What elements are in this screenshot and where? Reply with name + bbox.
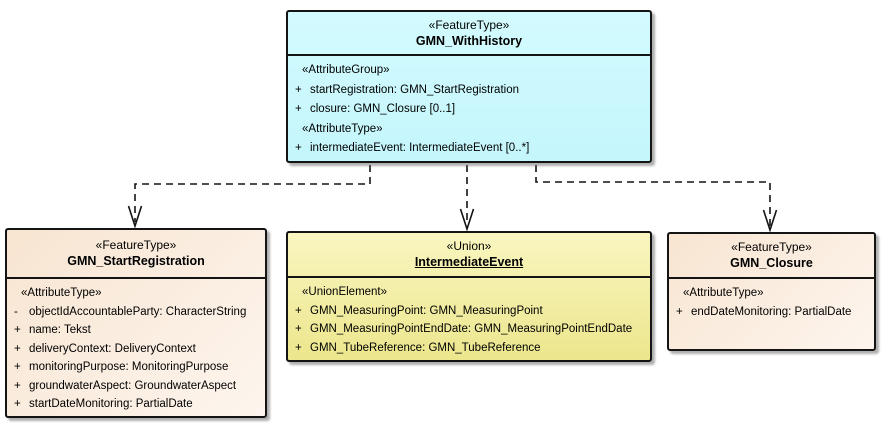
attribute-row: + deliveryContext: DeliveryContext — [14, 342, 196, 355]
class-attribute-compartment: «UnionElement» + GMN_MeasuringPoint: GMN… — [288, 278, 650, 357]
class-name: GMN_StartRegistration — [67, 254, 205, 268]
attribute-stereotype-row: «AttributeType» — [302, 122, 383, 135]
class-box-gmn-withhistory[interactable]: «FeatureType» GMN_WithHistory «Attribute… — [286, 10, 652, 163]
attribute-row: + name: Tekst — [14, 324, 91, 336]
attribute-row: - objectIdAccountableParty: CharacterStr… — [14, 305, 247, 318]
class-box-gmn-startregistration[interactable]: «FeatureType» GMN_StartRegistration «Att… — [5, 228, 267, 418]
class-stereotype: «Union» — [446, 239, 492, 253]
class-stereotype: «FeatureType» — [95, 238, 177, 252]
attribute-row: + intermediateEvent: IntermediateEvent [… — [295, 142, 530, 154]
attribute-row: + endDateMonitoring: PartialDate — [676, 305, 852, 318]
class-stereotype: «FeatureType» — [731, 240, 812, 254]
attribute-row: + GMN_TubeReference: GMN_TubeReference — [295, 341, 541, 354]
class-stereotype: «FeatureType» — [428, 17, 510, 32]
attribute-stereotype-row: «AttributeGroup» — [302, 64, 390, 76]
class-header: «Union» IntermediateEvent — [288, 233, 650, 278]
class-header: «FeatureType» GMN_Closure — [669, 234, 874, 279]
class-name: IntermediateEvent — [414, 255, 524, 269]
class-attribute-compartment: «AttributeGroup» + startRegistration: GM… — [288, 56, 650, 159]
attribute-stereotype-row: «AttributeType» — [683, 287, 764, 299]
attribute-stereotype-row: «UnionElement» — [302, 286, 388, 298]
class-name: GMN_WithHistory — [415, 33, 523, 48]
attribute-row: + startDateMonitoring: PartialDate — [14, 398, 193, 410]
class-name: GMN_Closure — [730, 256, 813, 270]
dependency-arrow-intermediateevent — [459, 165, 475, 232]
attribute-row: + GMN_MeasuringPointEndDate: GMN_Measuri… — [295, 323, 633, 335]
class-box-gmn-closure[interactable]: «FeatureType» GMN_Closure «AttributeType… — [667, 232, 876, 351]
attribute-row: + monitoringPurpose: MonitoringPurpose — [14, 361, 229, 373]
attribute-row: + closure: GMN_Closure [0..1] — [295, 103, 456, 115]
attribute-row: + GMN_MeasuringPoint: GMN_MeasuringPoint — [295, 304, 543, 317]
class-attribute-compartment: «AttributeType» + endDateMonitoring: Par… — [669, 279, 874, 321]
class-header: «FeatureType» GMN_WithHistory — [288, 12, 650, 56]
class-header: «FeatureType» GMN_StartRegistration — [7, 230, 265, 279]
class-box-intermediateevent[interactable]: «Union» IntermediateEvent «UnionElement»… — [286, 231, 652, 362]
attribute-row: + groundwaterAspect: GroundwaterAspect — [14, 379, 237, 392]
attribute-stereotype-row: «AttributeType» — [21, 287, 102, 299]
class-attribute-compartment: «AttributeType» - objectIdAccountablePar… — [7, 279, 265, 414]
attribute-row: + startRegistration: GMN_StartRegistrati… — [295, 83, 519, 96]
dependency-arrow-startregistration — [127, 165, 371, 229]
dependency-arrow-closure — [535, 165, 778, 233]
